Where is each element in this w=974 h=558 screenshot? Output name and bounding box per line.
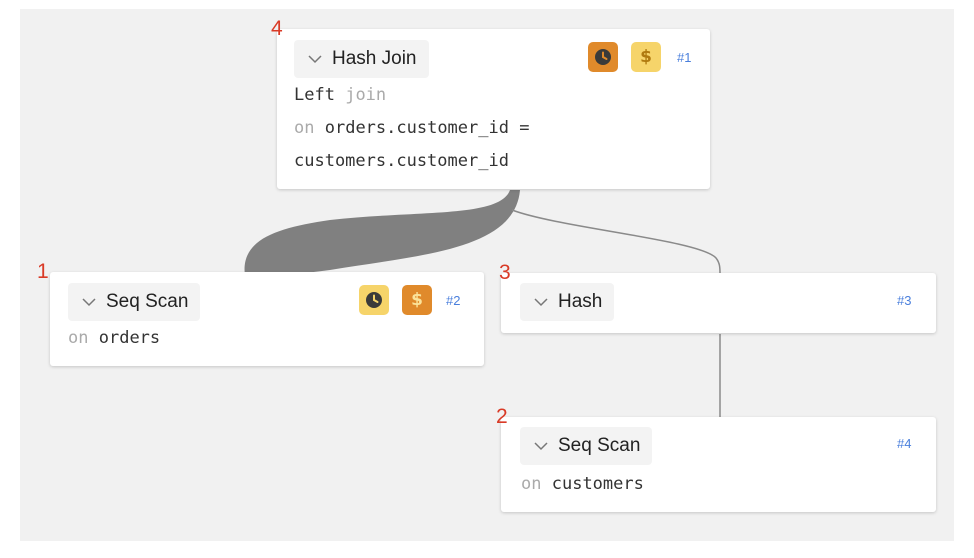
chevron-down-icon [308,55,322,64]
clock-icon [595,49,611,65]
scan-table: customers [551,474,644,494]
operation-label: Hash Join [332,48,417,69]
node-seq-scan-orders[interactable]: Seq Scan $ #2 on orders [50,272,484,366]
scan-target-line: on orders [68,328,160,348]
seq-scan-orders-toggle[interactable]: Seq Scan [68,283,201,321]
node-index[interactable]: #3 [897,293,912,308]
chevron-down-icon [534,442,548,451]
join-condition-line: on orders.customer_id = [294,118,529,138]
edge-hashjoin-to-hash [511,209,721,275]
cost-badge: $ [402,285,432,315]
operation-label: Seq Scan [558,435,641,456]
join-condition-right: customers.customer_id [294,151,509,171]
annotation-hash-join: 4 [271,17,283,40]
operation-label: Hash [558,291,603,312]
dollar-icon: $ [640,47,652,67]
clock-icon [366,292,382,308]
annotation-hash: 3 [499,261,511,284]
join-keyword: join [345,85,387,105]
node-hash[interactable]: Hash #3 [501,273,936,333]
join-type-line: Left join [294,85,386,105]
chevron-down-icon [534,298,548,307]
scan-table: orders [98,328,161,348]
on-keyword: on [521,474,542,494]
operation-label: Seq Scan [106,291,189,312]
on-keyword: on [294,118,315,138]
dollar-icon: $ [411,290,423,310]
scan-target-line: on customers [521,474,644,494]
node-index[interactable]: #4 [897,436,912,451]
node-index[interactable]: #1 [677,50,692,65]
node-hash-join[interactable]: Hash Join $ #1 Left join on orders.custo… [277,29,710,189]
chevron-down-icon [82,298,96,307]
join-type: Left [294,85,335,105]
hash-join-toggle[interactable]: Hash Join [294,40,429,78]
annotation-seq-scan-orders: 1 [37,260,49,283]
edge-hashjoin-to-orders [244,190,520,276]
join-condition-left: orders.customer_id = [324,118,530,138]
hash-toggle[interactable]: Hash [520,283,615,321]
time-badge [588,42,618,72]
cost-badge: $ [631,42,661,72]
seq-scan-customers-toggle[interactable]: Seq Scan [520,427,653,465]
node-seq-scan-customers[interactable]: Seq Scan #4 on customers [501,417,936,512]
on-keyword: on [68,328,89,348]
node-index[interactable]: #2 [446,293,461,308]
join-condition-line-2: customers.customer_id [294,151,509,171]
annotation-seq-scan-customers: 2 [496,405,508,428]
time-badge [359,285,389,315]
